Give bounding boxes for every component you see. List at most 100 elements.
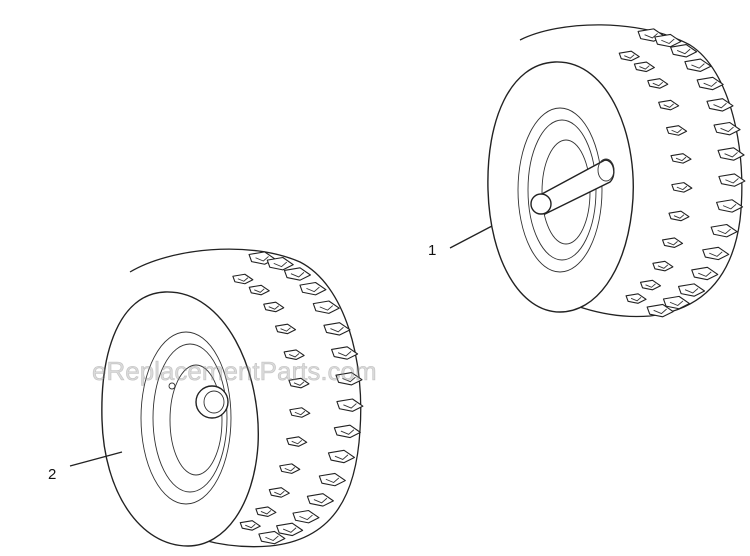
tread-chevron [290, 272, 305, 278]
tread-lug [647, 78, 669, 89]
tread-lug [279, 463, 301, 474]
tread-lug [713, 121, 741, 136]
tread-lug [646, 303, 674, 318]
tread-chevron [645, 283, 656, 288]
tread-chevron [684, 288, 699, 294]
tread-chevron [639, 65, 650, 70]
tread-lug [258, 530, 286, 545]
tread-chevron [652, 81, 664, 87]
tread-chevron [319, 305, 334, 311]
tread-lug [268, 487, 290, 498]
tread-chevron [661, 38, 675, 45]
tread-chevron [313, 497, 328, 504]
tread-lug [288, 377, 310, 389]
tread-chevron [299, 514, 313, 521]
tread-chevron [237, 277, 249, 282]
tread-chevron [724, 152, 738, 158]
tread-lug [255, 506, 277, 517]
tread-chevron [265, 535, 279, 542]
tread-lug [239, 520, 261, 531]
tread-chevron [673, 214, 685, 219]
tread-lug [710, 223, 738, 238]
tread-chevron [663, 103, 674, 108]
tread-chevron [669, 300, 684, 307]
tread-lugs-2 [232, 251, 364, 545]
tread-lug [677, 283, 706, 297]
tread-chevron [725, 178, 739, 184]
tread-chevron [722, 203, 737, 210]
tread-lug [306, 493, 334, 507]
leader-line-2 [69, 451, 123, 467]
tread-lug [263, 301, 285, 313]
axle-1 [530, 158, 615, 216]
tread-chevron [282, 527, 297, 533]
tread-lug [666, 125, 688, 136]
tread-lug [299, 281, 327, 296]
tread-chevron [720, 126, 734, 133]
hub-2 [168, 382, 229, 419]
tread-lug [668, 210, 690, 222]
tread-chevron [245, 523, 256, 529]
tread-lug [286, 436, 308, 447]
tread-lug [283, 267, 311, 281]
tread-lug [232, 273, 254, 285]
tread-lug [639, 279, 662, 291]
tread-chevron [717, 228, 731, 235]
tread-chevron [330, 326, 344, 333]
tread-chevron [644, 33, 658, 39]
tread-lug [625, 293, 647, 304]
tread-lug [661, 237, 684, 248]
tread-chevron [624, 54, 635, 59]
tread-lug [717, 147, 745, 161]
tread-lug [275, 323, 297, 335]
tread-chevron [703, 81, 717, 87]
tread-chevron [291, 439, 303, 445]
tread-lug [312, 300, 340, 314]
tread-chevron [260, 510, 272, 515]
tread-chevron [254, 288, 265, 293]
tread-chevron [675, 156, 687, 162]
tread-chevron [709, 251, 723, 257]
tread-chevron [268, 305, 280, 310]
tread-lug [671, 182, 693, 193]
tread-chevron [691, 63, 705, 69]
tread-lug [289, 407, 311, 418]
wheel-assembly-1[interactable] [449, 24, 746, 318]
tread-chevron [273, 261, 288, 268]
tread-chevron [288, 353, 300, 358]
tread-chevron [334, 454, 349, 460]
tread-lug [633, 61, 655, 73]
tread-lug [618, 50, 640, 62]
tread-chevron [667, 241, 678, 246]
tread-lug [266, 256, 294, 271]
tread-chevron [343, 403, 357, 409]
tread-chevron [255, 256, 269, 262]
callout-2: 2 [48, 466, 56, 483]
tread-lug [662, 295, 691, 310]
tread-chevron [342, 376, 356, 383]
tread-lug [670, 44, 698, 58]
callout-1: 1 [428, 242, 436, 259]
tread-lug [684, 58, 712, 72]
wheel-assembly-2[interactable] [69, 248, 364, 548]
tread-chevron [653, 308, 667, 315]
tread-chevron [698, 271, 712, 277]
tread-chevron [284, 467, 296, 472]
tread-chevron [671, 128, 682, 134]
tread-lug [283, 349, 305, 361]
tread-lug [718, 173, 746, 187]
tread-lug [292, 509, 320, 524]
tread-lug [318, 472, 346, 487]
tread-lug [716, 199, 744, 213]
tread-lugs-1 [618, 28, 746, 318]
tread-lug [331, 346, 359, 360]
tread-lug [323, 322, 351, 336]
tread-lug [670, 153, 692, 164]
tread-chevron [340, 429, 355, 435]
tread-chevron [676, 185, 688, 191]
tread-chevron [280, 327, 291, 332]
tread-chevron [337, 351, 352, 357]
tread-lug [327, 449, 355, 464]
tread-chevron [676, 48, 691, 55]
tread-lug [652, 260, 674, 272]
